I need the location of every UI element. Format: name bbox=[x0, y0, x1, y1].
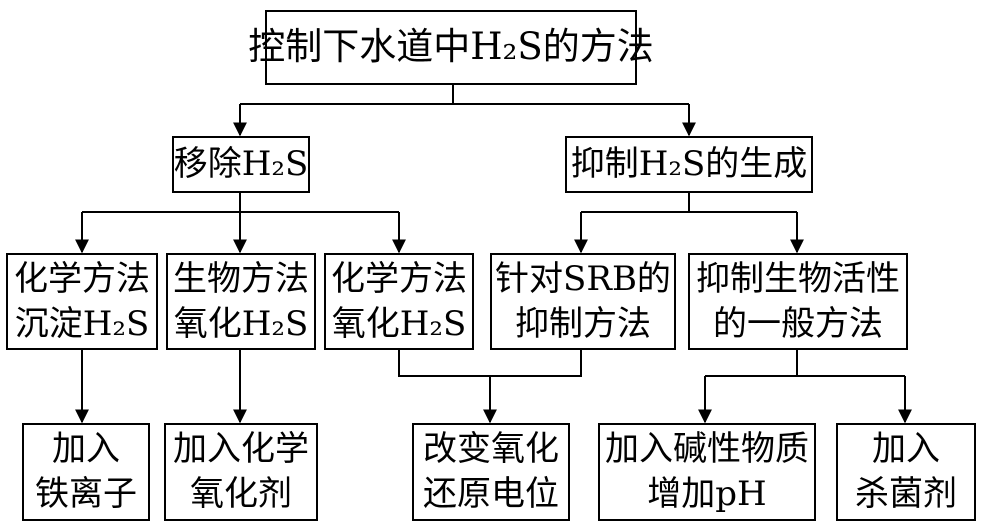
node-bio-oxid-line-2: 氧化H₂S bbox=[173, 303, 309, 344]
node-bio-oxid-line-1: 生物方法 bbox=[173, 258, 309, 299]
node-redox-potential: 改变氧化 还原电位 bbox=[412, 423, 570, 521]
node-chem-oxid-line-1: 化学方法 bbox=[331, 258, 467, 299]
node-add-alkali-line-1: 加入碱性物质 bbox=[605, 429, 809, 470]
node-srb-inhibit-line-1: 针对SRB的 bbox=[495, 258, 671, 299]
node-srb-inhibit-line-2: 抑制方法 bbox=[514, 303, 651, 344]
node-redox-potential-line-1: 改变氧化 bbox=[423, 429, 559, 470]
node-bio-oxid: 生物方法 氧化H₂S bbox=[166, 253, 316, 350]
node-srb-inhibit: 针对SRB的 抑制方法 bbox=[490, 253, 676, 350]
node-add-alkali: 加入碱性物质 增加pH bbox=[598, 423, 816, 521]
node-add-biocide-line-2: 杀菌剂 bbox=[855, 474, 957, 514]
node-root-line-1: 控制下水道中H₂S的方法 bbox=[248, 25, 654, 69]
node-redox-potential-line-2: 还原电位 bbox=[423, 474, 559, 514]
node-add-iron-line-2: 铁离子 bbox=[35, 474, 137, 514]
node-add-iron: 加入 铁离子 bbox=[22, 423, 150, 521]
node-remove-h2s-line-1: 移除H₂S bbox=[173, 144, 309, 185]
node-inhibit-h2s-line-1: 抑制H₂S的生成 bbox=[570, 144, 808, 185]
node-chem-precip-line-2: 沉淀H₂S bbox=[14, 303, 150, 344]
connector-merge bbox=[398, 350, 582, 377]
node-general-inhibit-line-1: 抑制生物活性 bbox=[696, 258, 900, 299]
node-add-biocide-line-1: 加入 bbox=[872, 429, 940, 470]
node-chem-precip-line-1: 化学方法 bbox=[14, 258, 150, 299]
node-add-oxidant-line-2: 氧化剂 bbox=[190, 474, 292, 514]
node-add-alkali-line-2: 增加pH bbox=[647, 474, 767, 514]
node-inhibit-h2s: 抑制H₂S的生成 bbox=[565, 136, 813, 193]
node-add-oxidant: 加入化学 氧化剂 bbox=[164, 423, 318, 521]
node-chem-oxid-line-2: 氧化H₂S bbox=[331, 303, 467, 344]
node-add-iron-line-1: 加入 bbox=[52, 429, 120, 470]
node-general-inhibit: 抑制生物活性 的一般方法 bbox=[688, 253, 908, 350]
node-remove-h2s: 移除H₂S bbox=[172, 136, 310, 193]
node-root: 控制下水道中H₂S的方法 bbox=[248, 10, 654, 85]
node-add-oxidant-line-1: 加入化学 bbox=[173, 429, 309, 470]
node-add-biocide: 加入 杀菌剂 bbox=[836, 423, 976, 521]
node-general-inhibit-line-2: 的一般方法 bbox=[713, 303, 883, 344]
node-chem-oxid: 化学方法 氧化H₂S bbox=[324, 253, 474, 350]
node-chem-precip: 化学方法 沉淀H₂S bbox=[6, 253, 158, 350]
